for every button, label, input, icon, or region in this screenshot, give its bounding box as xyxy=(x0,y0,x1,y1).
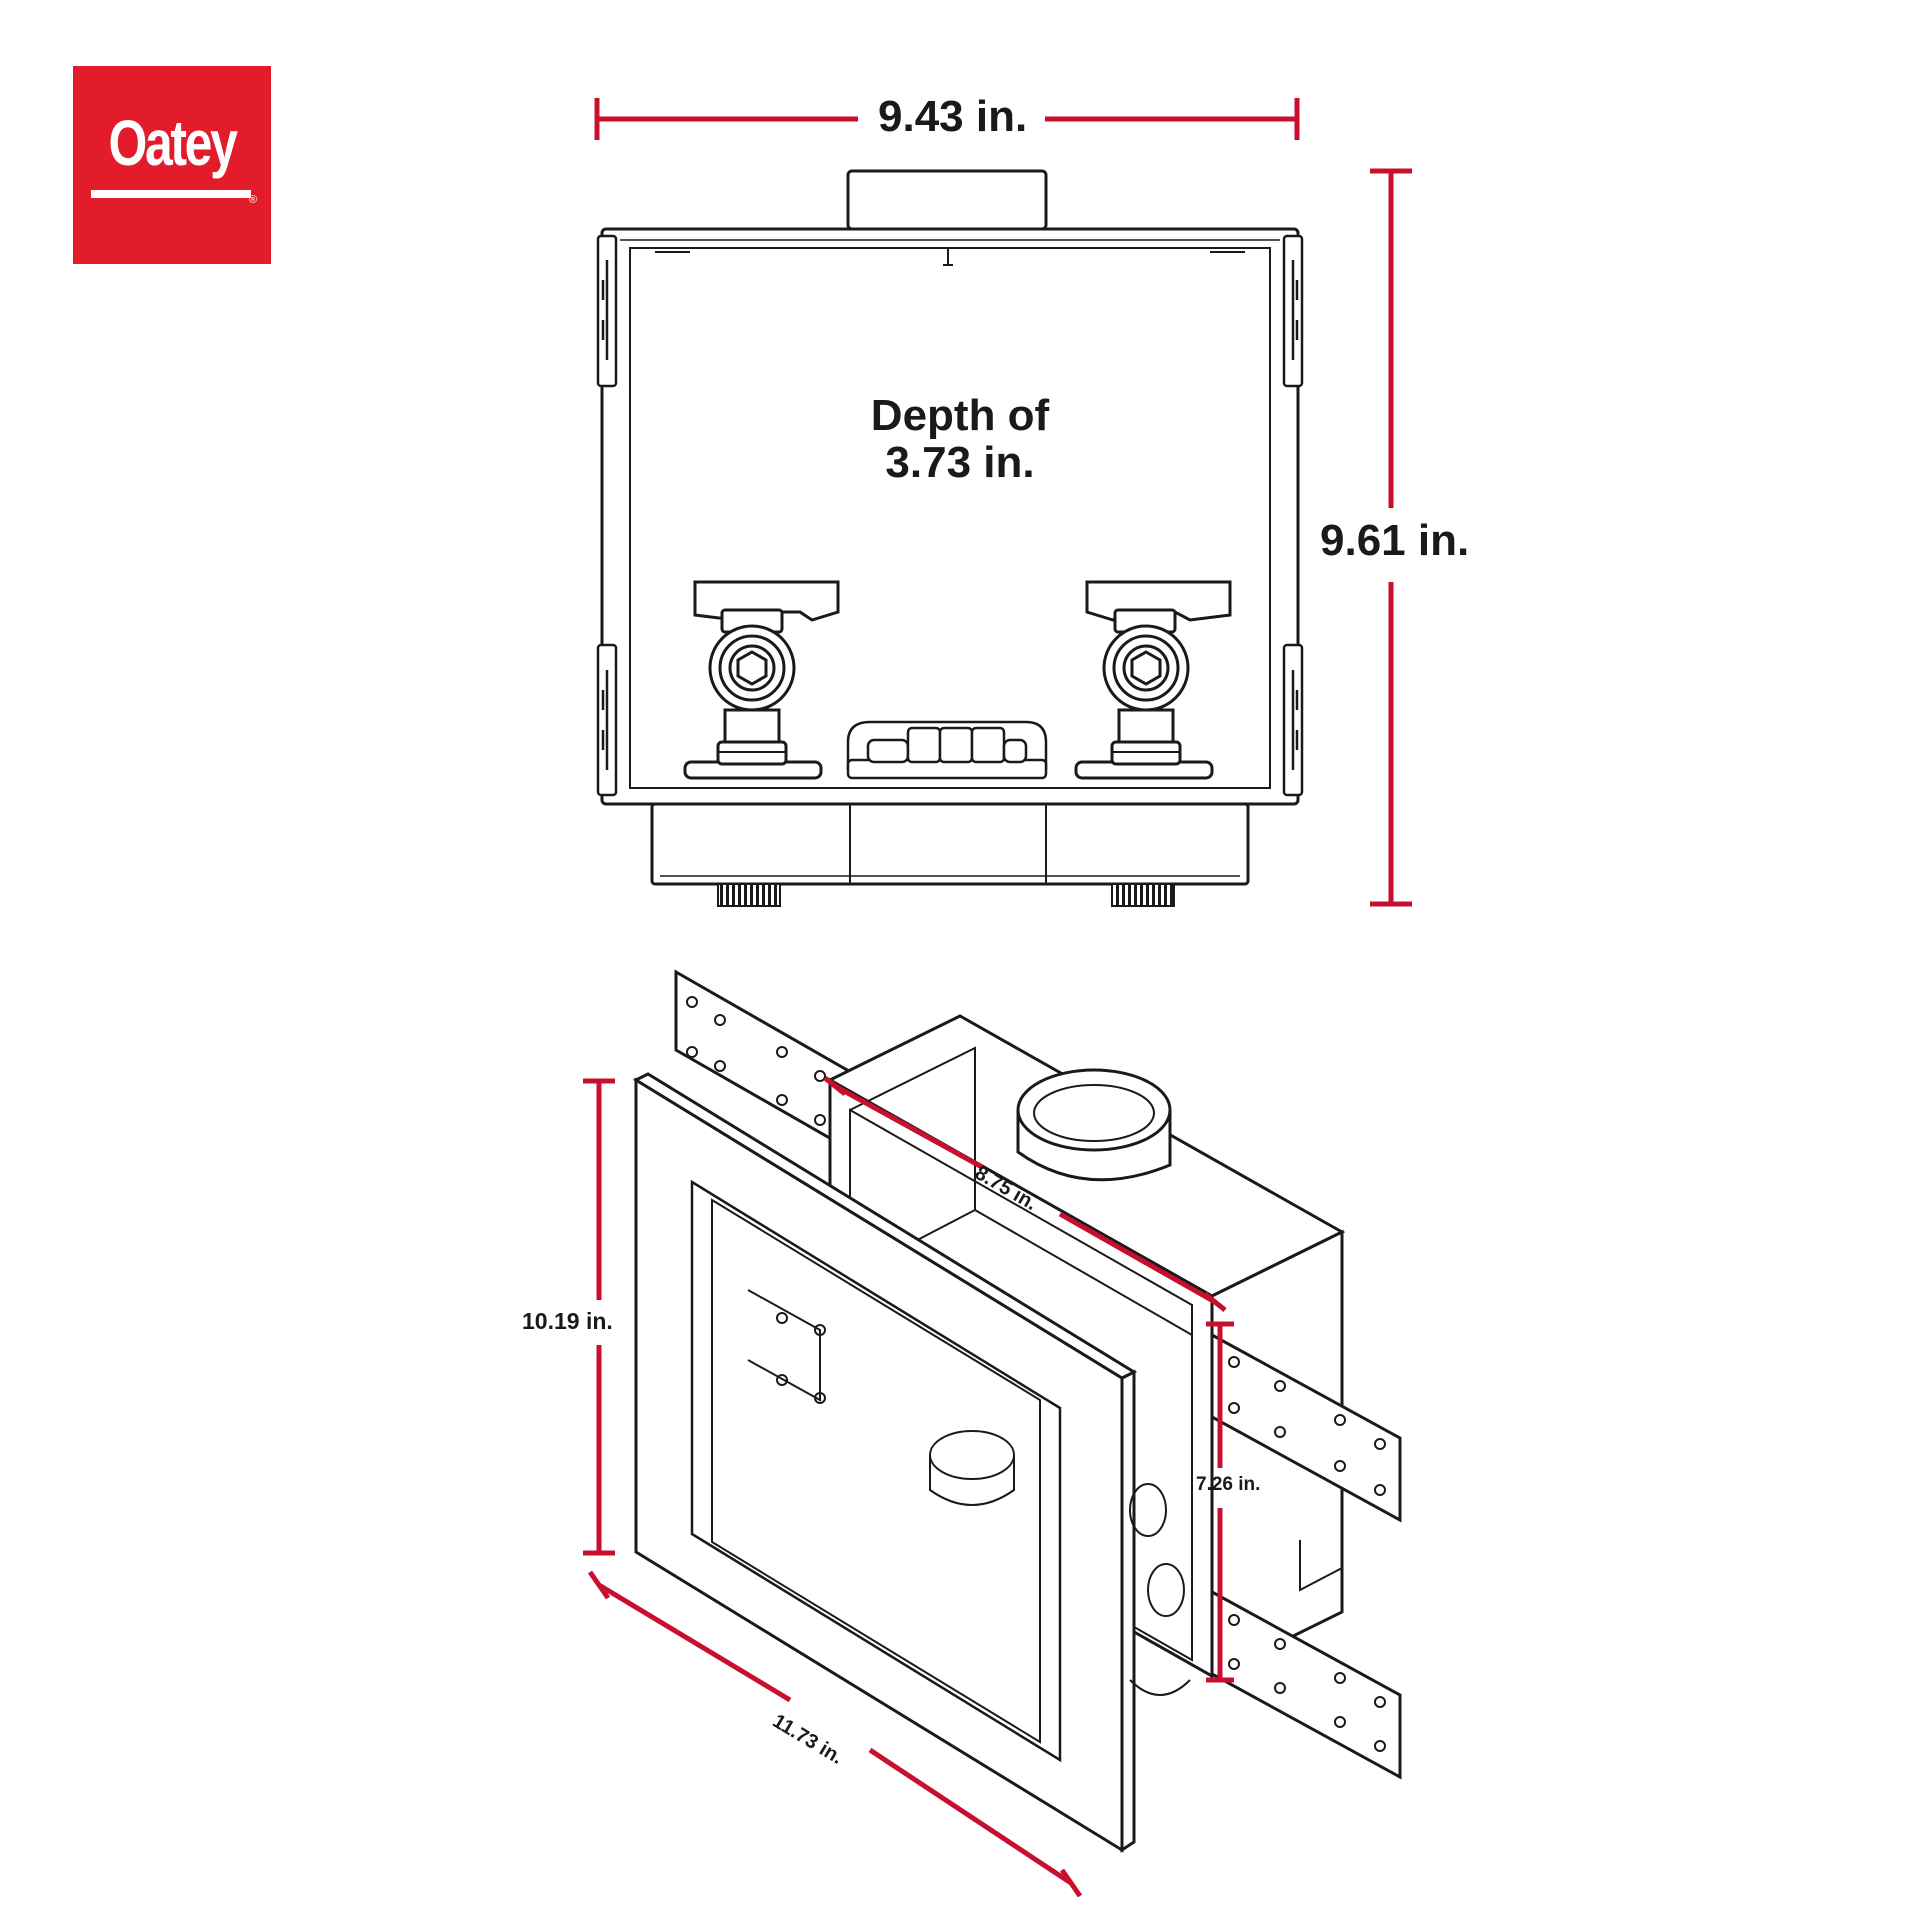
oatey-logo: Oatey ® xyxy=(73,66,271,264)
center-drain-grate xyxy=(846,720,1048,780)
box-width-dimension-line xyxy=(823,1076,1227,1312)
depth-label: Depth of 3.73 in. xyxy=(760,392,1160,486)
box-height-label: 7.26 in. xyxy=(1196,1474,1261,1495)
height-dimension-line xyxy=(1370,168,1412,907)
faceplate-edge xyxy=(1120,1369,1136,1853)
iso-top-drain-collar xyxy=(1016,1068,1172,1182)
box-bottom-base xyxy=(650,802,1250,886)
right-valve xyxy=(1085,580,1232,766)
iso-view xyxy=(632,969,1402,1853)
right-lower-bracket xyxy=(1282,643,1304,797)
right-upper-nail-flange xyxy=(1210,1332,1402,1523)
box-height-dimension-line xyxy=(1206,1321,1234,1683)
logo-text: Oatey xyxy=(108,107,237,179)
right-threaded-outlet xyxy=(1111,883,1175,907)
width-dimension-line xyxy=(594,98,1300,140)
depth-label-line2: 3.73 in. xyxy=(885,438,1035,487)
front-view-box xyxy=(596,169,1304,907)
faceplate-opening xyxy=(690,1179,1062,1763)
right-lower-nail-flange xyxy=(1210,1589,1402,1780)
front-height-label: 9.61 in. xyxy=(1320,516,1470,565)
top-drain-collar xyxy=(846,169,1048,231)
left-upper-bracket xyxy=(596,234,618,388)
logo-registered-mark: ® xyxy=(249,194,258,206)
left-threaded-outlet xyxy=(717,883,781,907)
faceplate-inner-detail xyxy=(747,1289,1191,1696)
front-width-label: 9.43 in. xyxy=(878,92,1028,141)
left-upper-nail-flange xyxy=(674,969,870,1163)
faceplate-height-dimension-line xyxy=(583,1078,615,1556)
right-upper-bracket xyxy=(1282,234,1304,388)
faceplate-height-label: 10.19 in. xyxy=(522,1308,613,1334)
left-lower-bracket xyxy=(596,643,618,797)
box-inner-cavity xyxy=(629,247,1271,789)
depth-label-line1: Depth of xyxy=(870,391,1050,440)
faceplate-width-dimension-line xyxy=(587,1570,1083,1898)
left-valve xyxy=(693,580,840,766)
faceplate-top-edge xyxy=(632,1072,1138,1380)
logo-underline xyxy=(91,190,251,198)
